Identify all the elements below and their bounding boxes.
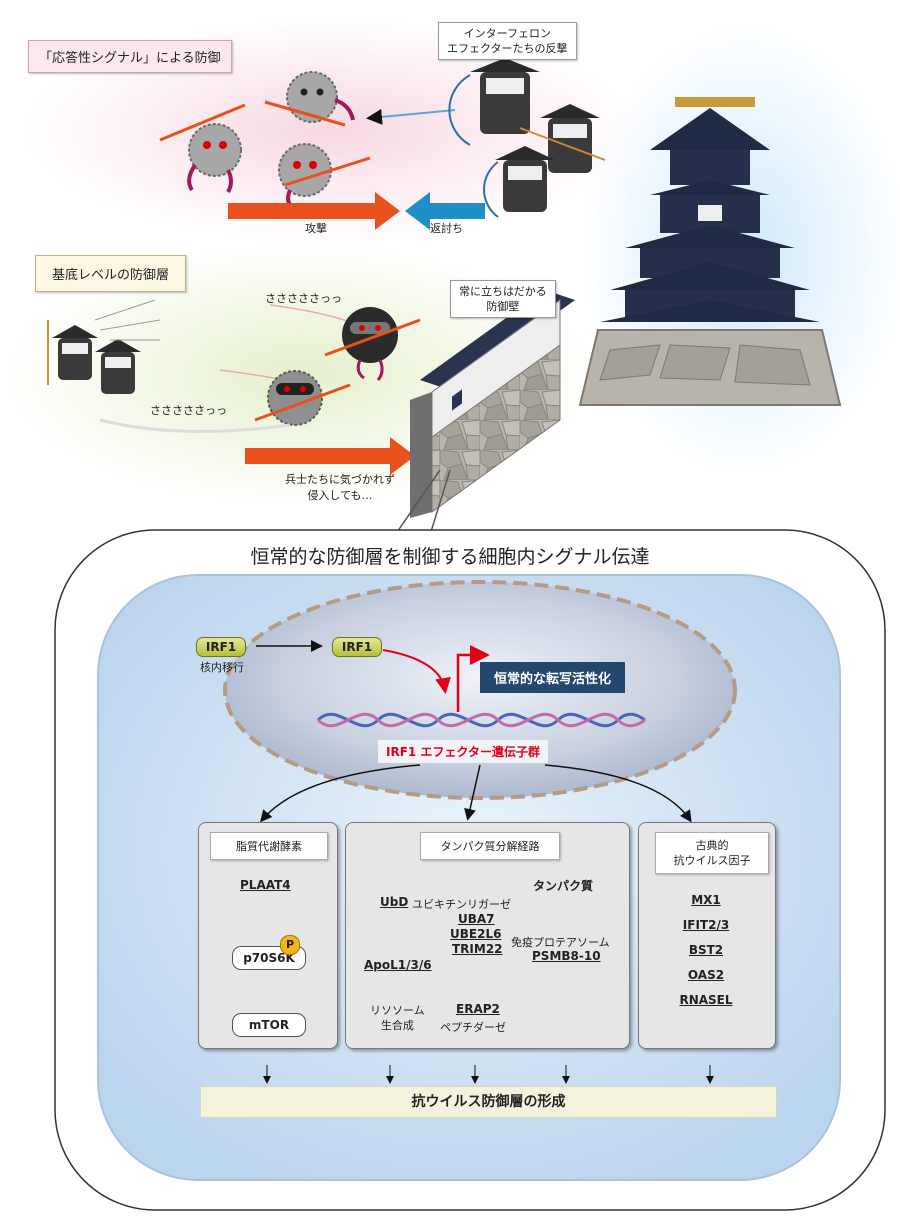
- soldier-icon: [519, 104, 606, 173]
- gene-rnasel: RNASEL: [679, 993, 733, 1007]
- wall-label: 常に立ちはだかる 防御壁: [450, 280, 556, 318]
- ubiquitin-ligase-label: ユビキチンリガーゼ: [412, 898, 511, 911]
- antiviral-title-line1: 古典的: [695, 839, 729, 852]
- soldier-icon: [95, 339, 141, 394]
- transcription-badge: 恒常的な転写活性化: [480, 662, 626, 693]
- mtor-node: mTOR: [232, 1013, 306, 1037]
- spear-icon: [159, 103, 246, 142]
- lipid-box-title: 脂質代謝酵素: [210, 832, 328, 860]
- attack-label: 攻撃: [305, 222, 327, 235]
- spear-icon: [284, 156, 371, 187]
- antiviral-title-line2: 抗ウイルス因子: [673, 854, 751, 867]
- irf1-nucleus: IRF1: [332, 637, 382, 657]
- wall-label-line2: 防御壁: [486, 300, 520, 313]
- phosphorylation-badge: P: [280, 935, 300, 955]
- lysosome-label-line2: 生合成: [380, 1019, 414, 1032]
- lysosome-label-line1: リソソーム: [370, 1004, 425, 1017]
- transcription-start-arrow: [456, 645, 490, 712]
- interferon-label: インターフェロン エフェクターたちの反撃: [438, 22, 577, 60]
- soldier-icon: [482, 146, 555, 218]
- immunoproteasome-label: 免疫プロテアソーム: [511, 936, 610, 949]
- wind-trail: [99, 418, 291, 433]
- gene-psmb8-10: PSMB8-10: [532, 949, 601, 963]
- attack-arrow: [228, 192, 400, 230]
- virus-icon: [286, 71, 355, 123]
- irf1-cytoplasm: IRF1: [196, 637, 246, 657]
- web-icon: [94, 299, 161, 341]
- peptidase-label: ペプチダーゼ: [440, 1021, 506, 1034]
- cell-title: 恒常的な防御層を制御する細胞内シグナル伝達: [250, 546, 650, 568]
- counter-arrow: [405, 192, 485, 230]
- invade-arrow: [245, 437, 415, 475]
- ninja-virus-icon: [269, 304, 421, 381]
- invade-label-line2: 侵入しても…: [307, 489, 373, 502]
- gene-apol: ApoL1/3/6: [364, 958, 432, 972]
- binding-arrow: [382, 649, 451, 694]
- gene-ube2l6: UBE2L6: [450, 927, 502, 941]
- gene-erap2: ERAP2: [456, 1002, 500, 1016]
- arrow-shot-icon: [366, 108, 456, 125]
- effector-genes-label: IRF1 エフェクター遺伝子群: [378, 740, 548, 763]
- gene-trim22: TRIM22: [452, 942, 503, 956]
- flow-arrow-lipid: [260, 764, 421, 823]
- flow-arrow-protein: [464, 764, 481, 821]
- gene-uba7: UBA7: [458, 912, 495, 926]
- protein-box-title: タンパク質分解経路: [420, 832, 560, 860]
- gene-bst2: BST2: [688, 943, 724, 957]
- gene-plaat4: PLAAT4: [240, 878, 291, 892]
- virus-icon: [187, 123, 242, 194]
- antiviral-layer-result: 抗ウイルス防御層の形成: [200, 1086, 777, 1118]
- callout-line: [394, 469, 441, 536]
- flow-arrow-antiviral: [544, 764, 692, 823]
- ninja-virus-icon: [219, 369, 351, 426]
- gene-ubd: UbD: [380, 895, 409, 909]
- dna-icon: [316, 712, 646, 728]
- wall-label-line1: 常に立ちはだかる: [459, 285, 547, 298]
- invade-label: 兵士たちに気づかれず 侵入しても…: [285, 472, 395, 504]
- antiviral-box-title: 古典的 抗ウイルス因子: [655, 832, 769, 874]
- soldier-icon: [47, 320, 98, 385]
- lysosome-label: リソソーム 生合成: [370, 1003, 425, 1033]
- nuclear-translocation-label: 核内移行: [200, 661, 244, 674]
- spear-icon: [264, 100, 346, 127]
- interferon-label-line2: エフェクターたちの反撃: [447, 42, 568, 55]
- protein-label: タンパク質: [532, 879, 593, 893]
- soldier-icon: [448, 58, 540, 146]
- gene-ifit2-3: IFIT2/3: [682, 918, 730, 932]
- sneak-text-2: さささささっっ: [150, 404, 227, 417]
- sneak-text-1: さささささっっ: [265, 292, 342, 305]
- basal-layer-title: 基底レベルの防御層: [35, 255, 187, 292]
- castle-icon: [578, 97, 842, 406]
- gene-mx1: MX1: [691, 893, 721, 907]
- invade-label-line1: 兵士たちに気づかれず: [285, 473, 395, 486]
- callout-line: [429, 469, 451, 536]
- gene-oas2: OAS2: [687, 968, 725, 982]
- interferon-label-line1: インターフェロン: [463, 27, 551, 40]
- responsive-signal-title: 「応答性シグナル」による防御: [28, 40, 232, 73]
- counter-label: 返討ち: [430, 222, 463, 235]
